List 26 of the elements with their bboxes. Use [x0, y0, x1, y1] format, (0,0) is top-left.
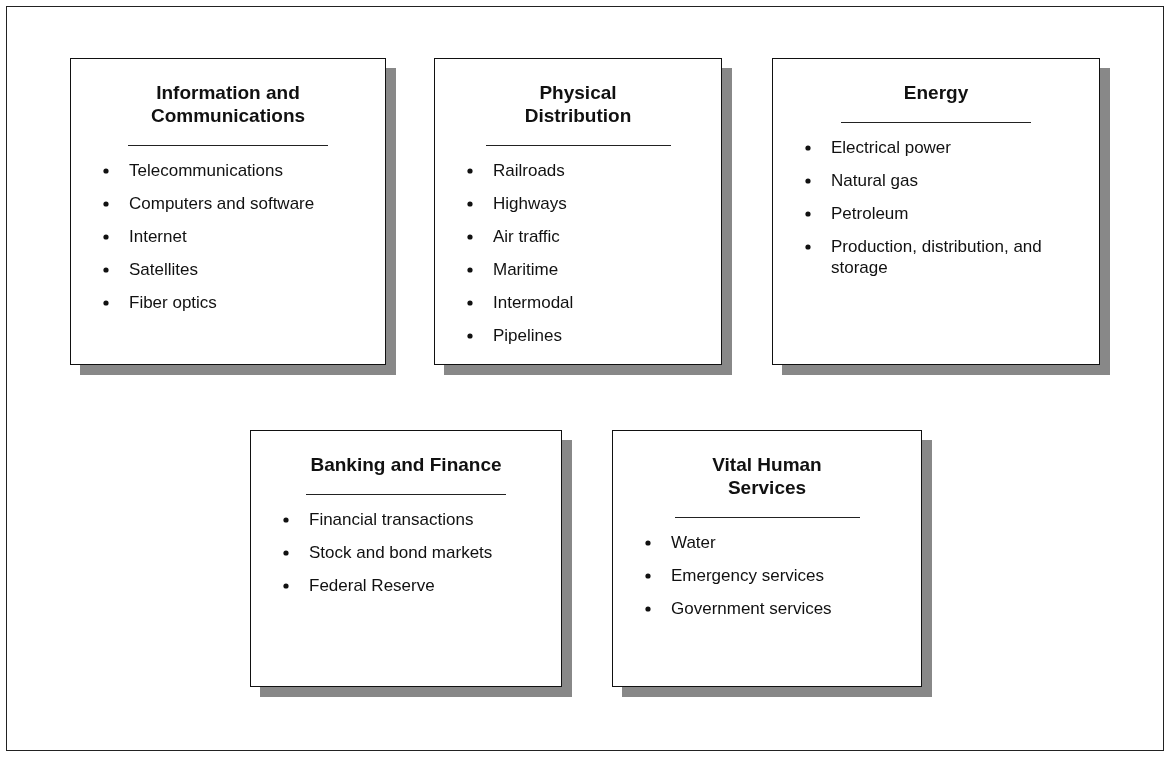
card-heading: Physical Distribution: [523, 81, 633, 127]
list-item: Natural gas: [831, 170, 918, 191]
list-item: Fiber optics: [129, 292, 217, 313]
card-heading: Vital Human Services: [711, 453, 823, 499]
list-item: Internet: [129, 226, 187, 247]
card-heading: Information and Communications: [149, 81, 307, 127]
list-item: Telecommunications: [129, 160, 283, 181]
list-item: Federal Reserve: [309, 575, 435, 596]
card-heading: Banking and Finance: [309, 453, 503, 476]
list-item: Computers and software: [129, 193, 315, 214]
list-item: Maritime: [493, 259, 559, 280]
list-item: Highways: [493, 193, 567, 214]
list-item: Financial transactions: [309, 509, 474, 530]
list-item: Emergency services: [671, 565, 825, 586]
list-item: Railroads: [493, 160, 565, 181]
card-heading: Energy: [902, 81, 970, 104]
list-item: Satellites: [129, 259, 198, 280]
list-item: Production, distribution, and storage: [831, 236, 1043, 278]
list-item: Water: [671, 532, 716, 553]
list-item: Intermodal: [493, 292, 574, 313]
list-item: Pipelines: [493, 325, 562, 346]
list-item: Electrical power: [831, 137, 951, 158]
list-item: Government services: [671, 598, 832, 619]
list-item: Stock and bond markets: [309, 542, 493, 563]
list-item: Air traffic: [493, 226, 560, 247]
list-item: Petroleum: [831, 203, 909, 224]
